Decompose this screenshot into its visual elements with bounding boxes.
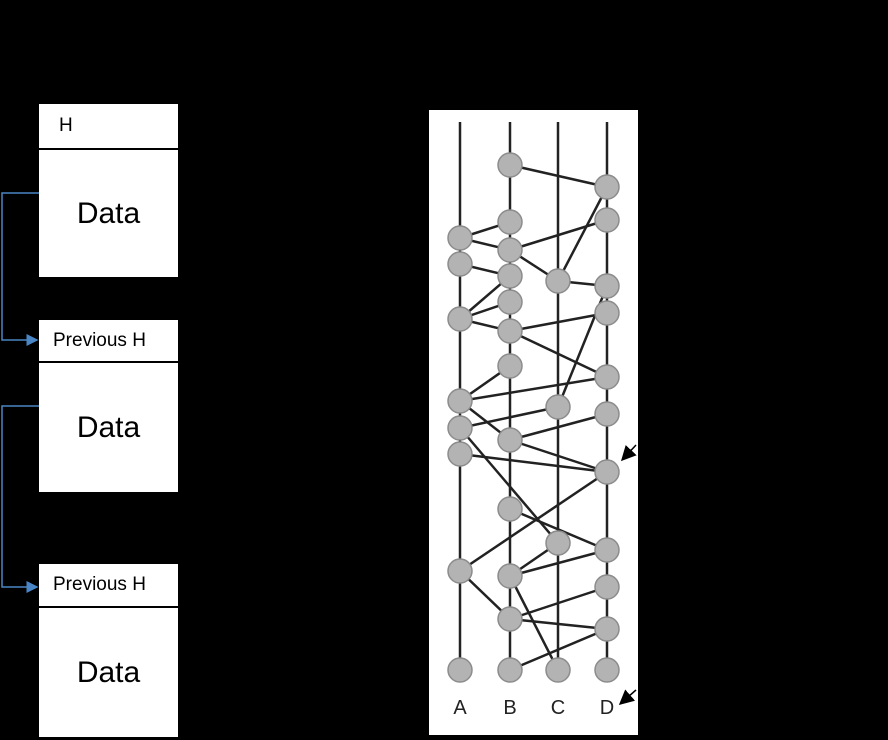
- dag-node: [497, 318, 523, 344]
- dag-node: [594, 300, 620, 326]
- link-arrow-2: [1, 405, 39, 593]
- block-3-header: Previous H: [39, 564, 178, 608]
- column-label-C: C: [551, 697, 565, 719]
- dag-edge: [459, 452, 608, 474]
- dag-node: [594, 616, 620, 642]
- dag-node: [497, 289, 523, 315]
- dag-edge: [509, 438, 608, 474]
- dag-edge: [509, 585, 608, 621]
- dag-node: [497, 657, 523, 683]
- column-label-D: D: [600, 697, 614, 719]
- dag-graph: A B C D: [447, 122, 620, 719]
- dag-edge: [509, 163, 608, 189]
- column-label-A: A: [453, 697, 467, 719]
- dag-node: [497, 263, 523, 289]
- dag-node: [594, 207, 620, 233]
- dag-edge: [509, 617, 608, 631]
- dag-node: [545, 394, 571, 420]
- dag-edge: [509, 507, 608, 552]
- dag-node: [594, 657, 620, 683]
- dag-edge: [509, 627, 608, 672]
- dag-node: [497, 427, 523, 453]
- dag-edge: [509, 548, 608, 578]
- dag-node: [497, 237, 523, 263]
- dag-node: [594, 574, 620, 600]
- dag-node: [594, 364, 620, 390]
- dag-node: [545, 530, 571, 556]
- dag-node: [447, 657, 473, 683]
- dag-node: [497, 496, 523, 522]
- dag-node: [594, 537, 620, 563]
- dag-edge: [509, 329, 608, 379]
- block-1-header: H: [39, 104, 178, 150]
- block-2-data: Data: [39, 363, 178, 492]
- dag-node: [447, 251, 473, 277]
- block-2-header: Previous H: [39, 320, 178, 363]
- dag-node: [497, 606, 523, 632]
- dag-node: [497, 353, 523, 379]
- dag-node: [447, 306, 473, 332]
- dag-node: [447, 415, 473, 441]
- column-label-B: B: [503, 697, 516, 719]
- dag-node: [594, 273, 620, 299]
- dag-node: [545, 268, 571, 294]
- dag-edge: [509, 218, 608, 252]
- dag-panel: A B C D: [429, 110, 638, 735]
- dag-node: [447, 441, 473, 467]
- dag-node: [447, 388, 473, 414]
- dag-node: [497, 152, 523, 178]
- dag-edge: [556, 186, 609, 282]
- dag-edge: [459, 427, 559, 544]
- dag-edge: [459, 375, 608, 403]
- dag-node: [497, 209, 523, 235]
- dag-edge: [509, 412, 608, 442]
- dag-node: [447, 225, 473, 251]
- dag-node: [594, 401, 620, 427]
- dag-node: [447, 558, 473, 584]
- dag-node: [594, 459, 620, 485]
- dag-node: [497, 563, 523, 589]
- dag-node: [545, 657, 571, 683]
- link-arrow-1: [1, 192, 39, 346]
- dag-node: [594, 174, 620, 200]
- block-1-data: Data: [39, 150, 178, 277]
- dag-edge: [459, 405, 559, 430]
- dag-edge: [509, 311, 608, 333]
- dag-edge: [459, 470, 608, 573]
- block-3-data: Data: [39, 608, 178, 737]
